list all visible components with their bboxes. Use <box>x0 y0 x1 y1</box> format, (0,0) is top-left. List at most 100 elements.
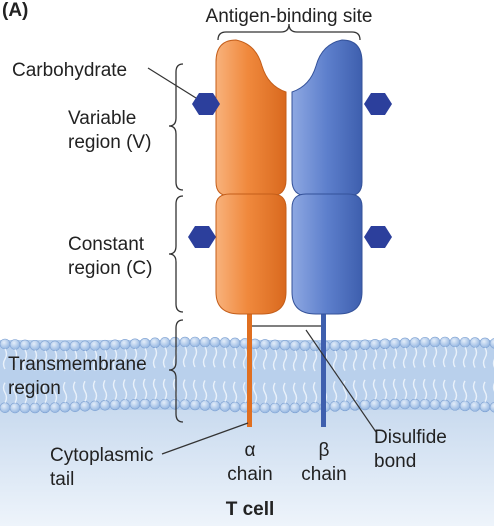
cytoplasmic-tail-leader <box>161 422 249 455</box>
membrane-inner-heads <box>0 398 494 414</box>
phospholipid-head <box>169 336 181 348</box>
lipid-tail <box>392 348 398 400</box>
carbohydrate-label: Carbohydrate <box>12 60 127 81</box>
constant-region-brace <box>168 195 184 313</box>
phospholipid-head <box>449 336 461 348</box>
phospholipid-head <box>9 402 21 414</box>
phospholipid-head <box>139 398 151 410</box>
alpha-chain-label: chain <box>227 464 272 485</box>
alpha-constant-domain <box>215 193 287 315</box>
disulfide-leader <box>305 329 377 433</box>
phospholipid-head <box>69 401 81 413</box>
lipid-tail <box>362 349 368 401</box>
lipid-tail <box>412 347 418 400</box>
phospholipid-head <box>99 399 111 411</box>
alpha-transmembrane-segment <box>247 312 252 427</box>
lipid-tail <box>262 349 268 404</box>
phospholipid-head <box>149 398 161 410</box>
phospholipid-head <box>339 340 351 351</box>
lipid-tail <box>462 346 468 402</box>
disulfide-bond-label-2: bond <box>374 451 416 472</box>
phospholipid-head <box>149 337 161 349</box>
lipid-tail <box>122 348 128 400</box>
lipid-tail <box>482 347 488 403</box>
phospholipid-head <box>269 402 281 414</box>
phospholipid-head <box>79 400 91 412</box>
lipid-tail <box>222 347 228 402</box>
beta-chain-label: chain <box>301 464 346 485</box>
alpha-variable-domain <box>215 39 287 197</box>
lipid-tail <box>352 349 358 401</box>
disulfide-bond-label-1: Disulfide <box>374 427 447 448</box>
phospholipid-head <box>469 401 481 412</box>
lipid-tail <box>142 347 148 400</box>
lipid-tail <box>2 348 8 404</box>
lipid-tail <box>452 346 458 401</box>
phospholipid-head <box>289 340 301 351</box>
t-cell-label: T cell <box>226 499 275 520</box>
carbohydrate-leader <box>147 67 197 99</box>
lipid-tail <box>442 346 448 401</box>
phospholipid-head <box>379 338 391 350</box>
phospholipid-head <box>479 337 491 349</box>
phospholipid-head <box>0 402 11 413</box>
phospholipid-head <box>0 338 11 350</box>
alpha-symbol: α <box>245 440 256 461</box>
lipid-tail <box>272 349 278 404</box>
lipid-tail <box>212 346 218 402</box>
phospholipid-head <box>439 336 451 348</box>
phospholipid-head <box>459 336 471 348</box>
phospholipid-head <box>29 340 41 351</box>
phospholipid-head <box>349 339 361 351</box>
phospholipid-head <box>99 339 111 351</box>
phospholipid-head <box>169 398 181 410</box>
phospholipid-head <box>29 402 41 414</box>
lipid-tail <box>192 346 198 401</box>
phospholipid-head <box>369 339 381 350</box>
lipid-tail <box>402 347 408 400</box>
cytoplasmic-tail-label-1: Cytoplasmic <box>50 445 153 466</box>
lipid-tail <box>332 350 338 402</box>
lipid-tail <box>432 346 438 400</box>
phospholipid-head <box>199 336 211 348</box>
phospholipid-head <box>419 336 431 348</box>
phospholipid-head <box>389 338 401 349</box>
lipid-tail <box>202 346 208 401</box>
phospholipid-head <box>429 336 441 348</box>
phospholipid-head <box>389 398 401 410</box>
lipid-tail <box>152 347 158 400</box>
phospholipid-head <box>359 399 371 411</box>
phospholipid-head <box>89 340 101 351</box>
membrane-lipid-tails <box>2 346 494 404</box>
lipid-tail <box>32 350 38 404</box>
phospholipid-head <box>199 400 211 411</box>
beta-symbol: β <box>319 440 330 461</box>
phospholipid-head <box>179 399 191 410</box>
phospholipid-head <box>289 402 301 414</box>
variable-region-brace <box>168 63 184 191</box>
lipid-tail <box>182 346 188 400</box>
lipid-tail <box>232 347 238 403</box>
phospholipid-head <box>429 399 441 410</box>
phospholipid-head <box>139 337 151 349</box>
variable-region-label-2: region (V) <box>68 132 151 153</box>
lipid-tail <box>112 349 118 401</box>
phospholipid-head <box>279 340 291 351</box>
phospholipid-head <box>339 400 351 412</box>
lipid-tail <box>162 347 168 400</box>
phospholipid-head <box>229 337 241 349</box>
phospholipid-head <box>129 338 141 350</box>
beta-transmembrane-segment <box>321 312 326 427</box>
lipid-tail <box>102 349 108 401</box>
phospholipid-head <box>39 340 51 351</box>
phospholipid-head <box>439 399 451 411</box>
carbohydrate-hexagon-left-v <box>192 93 220 115</box>
phospholipid-head <box>109 399 121 411</box>
phospholipid-head <box>299 402 311 413</box>
carbohydrate-hexagon-right-c <box>364 226 392 248</box>
phospholipid-head <box>19 402 31 414</box>
lipid-tail <box>82 350 88 402</box>
antigen-binding-site-label: Antigen-binding site <box>206 6 373 27</box>
